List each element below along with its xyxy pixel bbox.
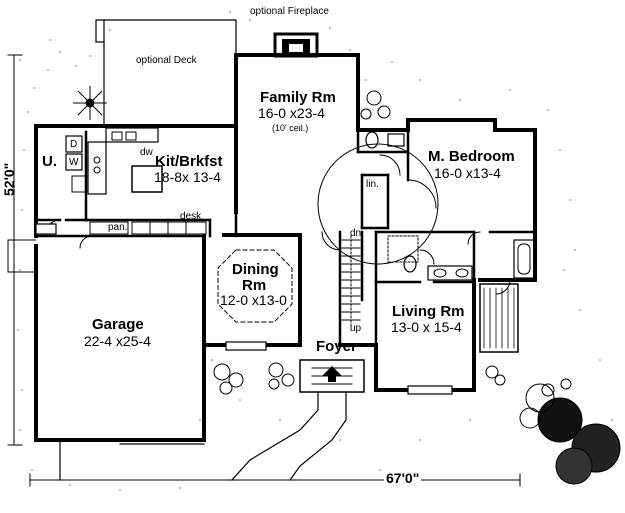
exterior-walls — [34, 53, 537, 442]
vanity — [427, 265, 473, 281]
pantry — [89, 221, 129, 235]
garage-side-pad — [7, 239, 37, 273]
dryer — [65, 135, 83, 153]
garage-dimensions: 22-4 x25-4 — [84, 333, 151, 349]
starburst-plant-left — [73, 86, 107, 120]
dishwasher-label: dw — [140, 147, 153, 158]
porch — [299, 359, 365, 393]
kitchen-island — [131, 165, 163, 193]
windows — [35, 223, 453, 395]
family-room-dimensions: 16-0 x23-4 — [258, 105, 325, 121]
toilet — [365, 131, 379, 149]
garage-label: Garage — [92, 316, 144, 333]
pantry-label: pan. — [108, 222, 128, 233]
kitchen-counter-left — [87, 141, 107, 195]
entry-arrow — [322, 366, 342, 382]
shrub-upper-right — [360, 90, 391, 120]
utility-label: U. — [42, 153, 57, 170]
stairs-down-label: dn — [350, 228, 362, 239]
bathtub — [513, 239, 535, 279]
rotunda-circle — [317, 143, 439, 265]
dining-room-label-line1: Dining — [232, 261, 279, 278]
optional-deck — [95, 19, 237, 56]
family-room-ceiling-note: (10' ceil.) — [272, 123, 309, 133]
optional-deck-label: optional Deck — [136, 55, 197, 66]
master-toilet — [403, 255, 417, 273]
kitchen-breakfast-dimensions: 18-8x 13-4 — [154, 169, 221, 185]
living-room-dimensions: 13-0 x 15-4 — [391, 319, 462, 335]
master-bedroom-label: M. Bedroom — [428, 148, 515, 165]
shrub-front-right — [485, 365, 506, 386]
kitchen-breakfast-label: Kit/Brkfst — [155, 153, 223, 170]
washer-label: W — [69, 157, 79, 168]
dryer-label: D — [70, 139, 78, 150]
master-bedroom-dimensions: 16-0 x13-4 — [434, 165, 501, 181]
overall-depth-label: 52'0" — [1, 162, 17, 196]
dining-room-dimensions: 12-0 x13-0 — [220, 292, 287, 308]
foyer-label: Foyer — [316, 338, 357, 355]
shrubs-front-left — [213, 362, 295, 395]
kitchen-counter-top — [105, 127, 159, 143]
linen-closet-label: lin. — [366, 179, 379, 190]
washer — [65, 153, 83, 171]
staircase — [341, 235, 361, 327]
dining-room-label-line2: Rm — [242, 277, 267, 294]
stairs-up-label: up — [350, 323, 362, 334]
living-room-label: Living Rm — [392, 303, 465, 320]
landscape-speckle — [17, 11, 613, 491]
optional-fireplace-label: optional Fireplace — [250, 6, 329, 17]
desk-label: desk — [180, 211, 202, 222]
large-tree-right — [519, 378, 621, 485]
dining-table — [217, 249, 293, 323]
family-room-label: Family Rm — [260, 89, 336, 106]
walkway — [59, 391, 347, 481]
closet-hatch — [479, 283, 519, 353]
overall-width-label: 67'0" — [384, 470, 422, 486]
landscape-shrubs — [73, 86, 621, 485]
desk-counter — [131, 221, 207, 235]
